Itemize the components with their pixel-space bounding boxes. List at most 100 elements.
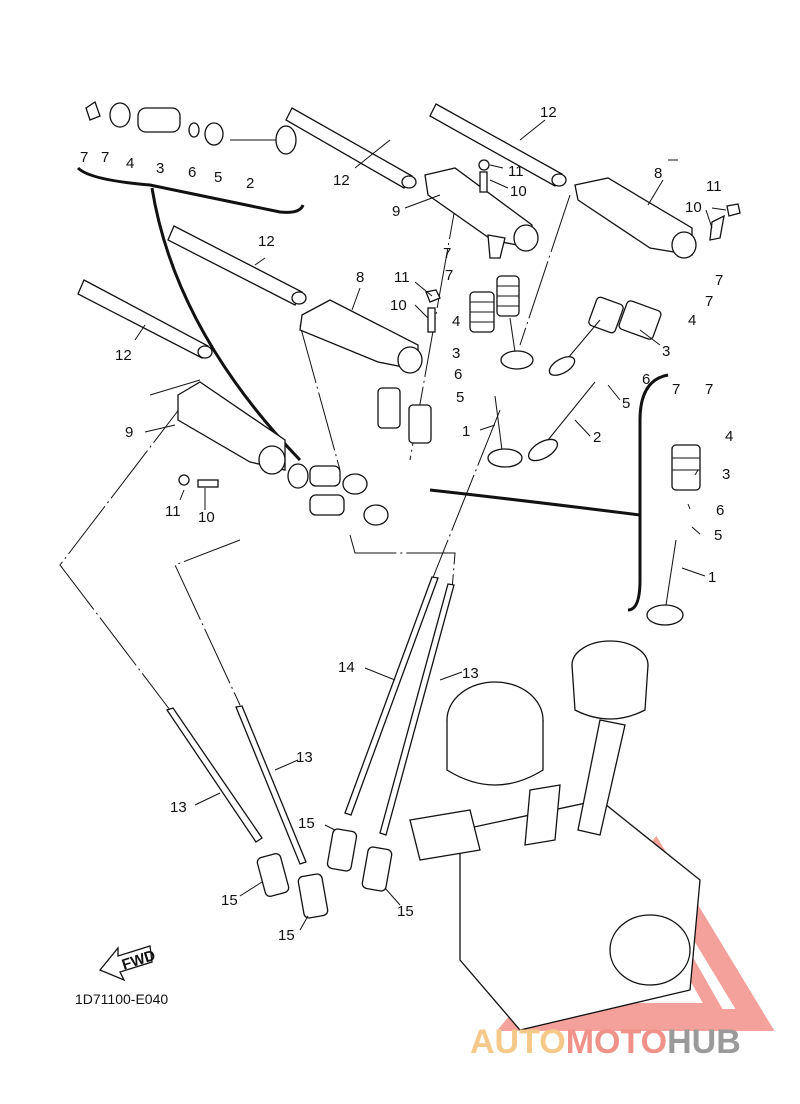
callout: 3	[662, 343, 670, 360]
callout: 13	[462, 665, 479, 682]
callout: 1	[708, 569, 716, 586]
callout: 6	[188, 164, 196, 181]
adjust-screw	[178, 474, 219, 488]
callout: 2	[246, 175, 254, 192]
valve	[527, 381, 596, 462]
top-left-bracket	[76, 166, 305, 214]
valve	[646, 539, 684, 626]
callout: 9	[125, 424, 133, 441]
callout: 5	[714, 527, 722, 544]
callout: 2	[593, 429, 601, 446]
valve-spring	[618, 300, 662, 340]
adjust-screw	[478, 159, 490, 193]
valve	[500, 317, 534, 370]
valve-cotter	[85, 100, 101, 121]
rocker-arm	[177, 381, 286, 475]
callout: 13	[170, 799, 187, 816]
callout: 3	[452, 345, 460, 362]
valve-spring	[588, 296, 624, 334]
callout: 7	[445, 267, 453, 284]
valve-spring	[469, 291, 495, 333]
rocker-shaft	[285, 107, 417, 189]
callout: 12	[258, 233, 275, 250]
valve-spring	[496, 275, 520, 317]
callout-leaders	[134, 119, 727, 931]
callout: 10	[198, 509, 215, 526]
retainer	[109, 102, 131, 128]
callout: 5	[456, 389, 464, 406]
adjust-screw	[425, 289, 441, 333]
rocker-arm	[574, 177, 697, 259]
callout: 3	[722, 466, 730, 483]
valve	[487, 395, 523, 468]
valve	[230, 125, 297, 155]
callout: 13	[296, 749, 313, 766]
callouts: 12 12 12 12 8 8 9 9 11 11 11 11 10 10 10…	[80, 104, 733, 944]
engine-crank-assembly	[409, 640, 701, 1031]
lifter	[361, 846, 393, 892]
valve-spring	[671, 444, 701, 491]
left-leader-curve	[150, 187, 302, 462]
valve	[548, 319, 601, 376]
callout: 4	[452, 313, 460, 330]
assembly-line-2	[174, 539, 241, 706]
rocker-arm	[424, 167, 539, 259]
rocker-shaft	[167, 225, 307, 306]
valve-assembly-center	[287, 463, 389, 526]
callout: 9	[392, 203, 400, 220]
assembly-line-8	[149, 379, 201, 396]
push-rod	[379, 583, 455, 836]
lifter	[256, 853, 290, 897]
assembly-line-7	[429, 409, 501, 586]
fwd-arrow: FWD	[98, 945, 158, 982]
callout: 15	[298, 815, 315, 832]
push-rod	[344, 576, 439, 816]
callout: 4	[688, 312, 696, 329]
callout: 6	[454, 366, 462, 383]
callout: 10	[510, 183, 527, 200]
callout: 6	[642, 371, 650, 388]
assembly-line-6	[519, 194, 571, 346]
adjust-screw	[709, 203, 741, 241]
callout: 6	[716, 502, 724, 519]
callout: 15	[221, 892, 238, 909]
lifter	[297, 873, 329, 919]
rocker-shaft	[429, 103, 567, 187]
callout: 12	[115, 347, 132, 364]
valve-spring	[137, 107, 181, 133]
valve-spring	[377, 387, 432, 444]
lifter	[326, 828, 358, 872]
assembly-line-3	[349, 534, 456, 591]
callout: 11	[165, 503, 181, 520]
callout: 12	[540, 104, 557, 121]
callout: 11	[706, 178, 722, 195]
rocker-arm	[299, 299, 423, 374]
callout: 14	[338, 659, 355, 676]
watermark-text: AUTOMOTOHUB	[470, 1023, 741, 1061]
assembly-line-1	[59, 394, 191, 711]
rocker-shaft	[77, 279, 213, 359]
callout: 5	[214, 169, 222, 186]
callout: 15	[278, 927, 295, 944]
push-rod	[235, 705, 307, 865]
callout: 12	[333, 172, 350, 189]
callout: 15	[397, 903, 414, 920]
callout: 1	[462, 423, 470, 440]
callout: 8	[654, 165, 662, 182]
seat	[204, 122, 224, 146]
callout: 7	[715, 272, 723, 289]
callout: 7	[80, 149, 88, 166]
callout: 4	[126, 155, 134, 172]
callout: 7	[672, 381, 680, 398]
callout: 5	[622, 395, 630, 412]
seal	[188, 122, 200, 138]
right-bracket	[627, 373, 669, 612]
assembly-line-4	[299, 324, 341, 471]
callout: 7	[443, 245, 451, 262]
callout: 4	[725, 428, 733, 445]
callout: 8	[356, 269, 364, 286]
callout: 3	[156, 160, 164, 177]
push-rod	[165, 707, 263, 843]
right-leader	[429, 488, 641, 517]
